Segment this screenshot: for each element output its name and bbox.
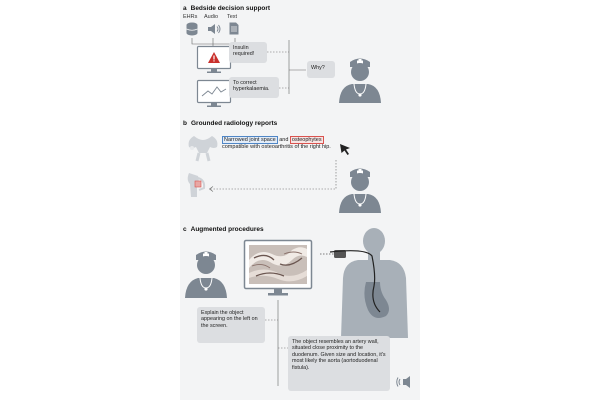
answer-bubble-c: The object resembles an artery wall, sit… [288,336,390,391]
why-bubble: Why? [307,61,335,78]
monitor-chart-icon [196,79,232,107]
patient-figure [329,228,408,338]
endoscope-device [320,250,346,258]
question-bubble-c: Explain the object appearing on the left… [197,307,265,343]
speaker-output-icon [396,376,410,388]
radiology-report-text: Narrowed joint space and osteophytes com… [222,136,331,151]
doctor-figure-a [339,58,381,103]
insulin-alert-bubble: Insulin required! [229,42,267,63]
connectors-c [265,300,288,386]
database-icon [186,22,198,36]
input-label-ehrs: EHRs [183,14,198,20]
input-label-audio: Audio [204,14,219,20]
input-label-text: Text [227,14,238,20]
highlight-joint-space[interactable]: Narrowed joint space [222,136,278,144]
pelvis-icon [188,136,218,162]
doctor-figure-c [185,251,227,298]
doctor-figure-b [339,168,381,213]
document-icon [229,22,239,35]
speaker-icon [208,24,221,34]
reason-bubble: To correct hyperkalaemia. [229,77,279,98]
highlight-osteophytes[interactable]: osteophytes [289,136,324,144]
hip-closeup-icon [187,173,206,197]
connectors-b [208,160,337,192]
endoscopy-monitor [243,239,313,296]
cursor-icon [340,144,350,155]
monitor-alert-icon [196,45,232,73]
